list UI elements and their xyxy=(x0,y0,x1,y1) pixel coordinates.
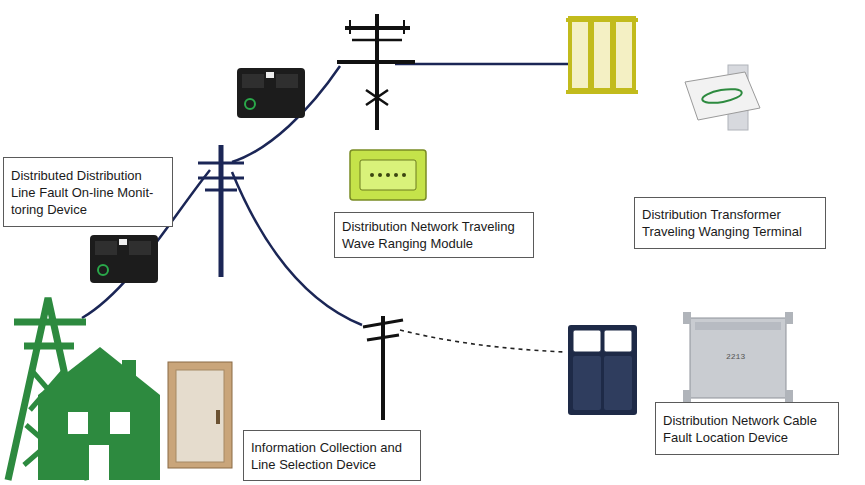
device-body xyxy=(690,318,786,398)
device-logo xyxy=(245,99,255,109)
text-box: Distribution Transformer Traveling Wangi… xyxy=(634,197,826,249)
cable-cabinet xyxy=(568,325,637,415)
box-text: Distribution Transformer Traveling Wangi… xyxy=(642,206,818,240)
terminal-body xyxy=(685,72,760,120)
crossarm xyxy=(345,26,410,30)
crossarm xyxy=(198,162,244,165)
ranging-module xyxy=(350,150,426,200)
pole-shaft xyxy=(381,316,385,420)
device-marking: 2213 xyxy=(726,352,745,361)
device-tag xyxy=(119,239,127,245)
monitoring-device xyxy=(237,68,305,118)
device-panel xyxy=(276,74,298,88)
device-body xyxy=(90,235,158,283)
text-column: Distribution Transformer Traveling Wangi… xyxy=(642,206,818,240)
tower-arm xyxy=(24,343,74,350)
box-text: Distribution Network Traveling Wave Rang… xyxy=(342,218,526,252)
transformer-coil xyxy=(614,18,634,90)
text-column: Distribution Network Traveling Wave Rang… xyxy=(342,218,526,252)
mount-tab xyxy=(785,312,793,324)
cabinet-handle xyxy=(216,410,220,424)
device-lid xyxy=(695,322,781,330)
crossarm xyxy=(198,177,244,180)
cabinet-door xyxy=(604,330,632,352)
collection-cabinet xyxy=(168,362,232,468)
transformer-coil xyxy=(570,18,590,90)
led xyxy=(370,173,374,177)
crossarm xyxy=(205,189,237,192)
cabinet-body xyxy=(568,325,637,415)
text-box: Distribution Network Cable Fault Locatio… xyxy=(655,402,839,455)
text-column: Information Collection and Line Selectio… xyxy=(251,439,413,473)
box-text: Distribution Network Cable Fault Locatio… xyxy=(663,412,831,446)
terminal-logo xyxy=(701,87,742,106)
crossarm xyxy=(352,39,402,42)
box-text: Distributed Distribution Line Fault On-l… xyxy=(11,167,165,218)
transformer-terminal xyxy=(685,65,760,130)
device-panel xyxy=(95,241,117,255)
insulator xyxy=(349,20,351,34)
led xyxy=(402,173,406,177)
cabinet-door xyxy=(176,370,224,462)
text-box: Distribution Network Traveling Wave Rang… xyxy=(334,212,534,258)
tower-and-house xyxy=(8,298,160,480)
house-chimney xyxy=(122,360,136,385)
pole-shaft xyxy=(219,145,224,277)
transformer-top xyxy=(566,18,638,22)
device-body xyxy=(237,68,305,118)
device-panel xyxy=(129,241,151,255)
text-column: Distribution Network Cable Fault Locatio… xyxy=(663,412,831,446)
module-leds xyxy=(370,173,406,177)
transformer-base xyxy=(566,90,638,94)
cabinet-frame xyxy=(168,362,232,468)
device-logo xyxy=(98,265,108,275)
module-face xyxy=(360,160,416,190)
dashed-cable xyxy=(400,330,565,352)
led xyxy=(378,173,382,177)
cabinet-door xyxy=(604,356,632,410)
crossarm xyxy=(367,335,399,340)
text-box: Distributed Distribution Line Fault On-l… xyxy=(3,157,173,227)
crossarm xyxy=(337,60,415,64)
house-door xyxy=(89,445,109,480)
insulator xyxy=(403,20,405,34)
led xyxy=(386,173,390,177)
crossarm xyxy=(363,320,403,327)
tower-arm xyxy=(14,319,86,326)
house-window xyxy=(68,412,88,434)
monitoring-device xyxy=(90,235,158,283)
wire xyxy=(232,66,340,162)
house-window xyxy=(110,412,130,434)
lower-pole xyxy=(363,316,403,420)
box-text: Information Collection and Line Selectio… xyxy=(251,439,413,473)
mount-tab xyxy=(683,390,691,402)
transformer-coil xyxy=(592,18,612,90)
wire xyxy=(395,63,568,66)
text-column: Distributed Distribution Line Fault On-l… xyxy=(11,167,165,218)
cabinet-door xyxy=(573,356,601,410)
house-body xyxy=(38,347,160,480)
cable-fault-device xyxy=(683,312,793,402)
brace xyxy=(366,90,388,105)
top-pole xyxy=(337,14,415,130)
central-pole xyxy=(198,145,244,277)
text-box: Information Collection and Line Selectio… xyxy=(243,430,421,481)
device-panel xyxy=(242,74,264,88)
module-body xyxy=(350,150,426,200)
device-tag xyxy=(266,72,274,78)
cabinet-door xyxy=(573,330,601,352)
led xyxy=(394,173,398,177)
mount-tab xyxy=(683,312,691,324)
mount-tab xyxy=(785,390,793,402)
pole-shaft xyxy=(375,14,379,130)
transformer-symbol xyxy=(566,18,638,92)
